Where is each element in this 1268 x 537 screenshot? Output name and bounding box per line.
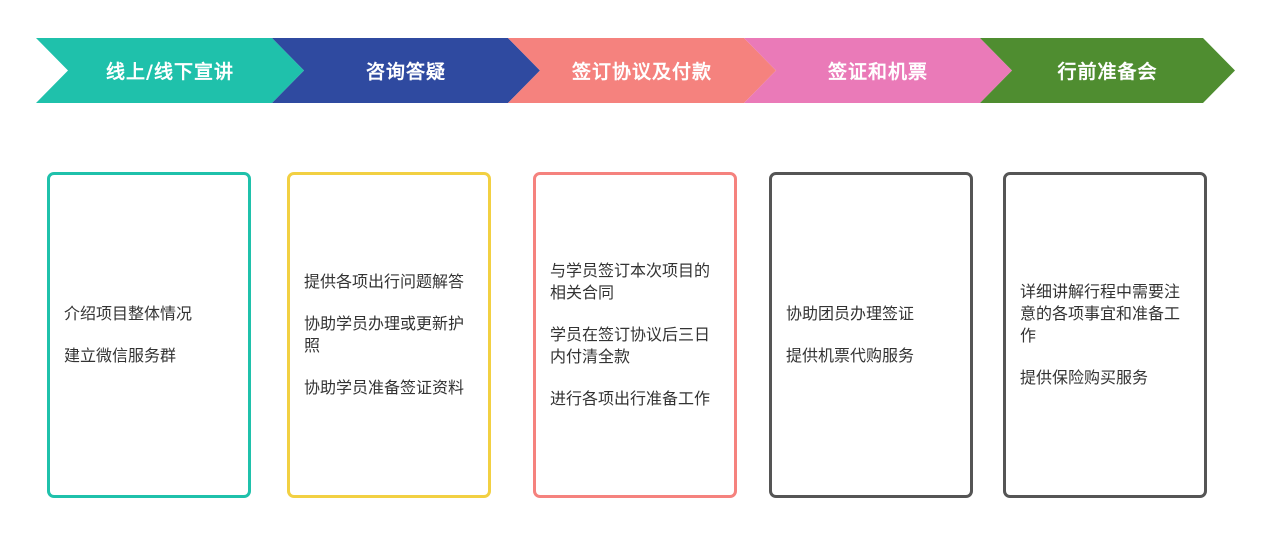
step-chevron-3: 签订协议及付款 bbox=[508, 38, 776, 103]
step-chevron-5: 行前准备会 bbox=[980, 38, 1235, 103]
step-detail-box-1: 介绍项目整体情况 建立微信服务群 bbox=[47, 172, 251, 498]
detail-item: 与学员签订本次项目的相关合同 bbox=[550, 261, 711, 302]
step-detail-box-3: 与学员签订本次项目的相关合同 学员在签订协议后三日内付清全款 进行各项出行准备工… bbox=[533, 172, 737, 498]
detail-item: 提供机票代购服务 bbox=[786, 346, 915, 365]
step-chevron-2: 咨询答疑 bbox=[272, 38, 540, 103]
detail-item: 进行各项出行准备工作 bbox=[550, 389, 711, 408]
step-chevron-1: 线上/线下宣讲 bbox=[36, 38, 304, 103]
step-label-1: 线上/线下宣讲 bbox=[106, 61, 234, 83]
detail-item: 详细讲解行程中需要注意的各项事宜和准备工作 bbox=[1020, 282, 1181, 345]
step-label-5: 行前准备会 bbox=[1057, 61, 1158, 83]
detail-item: 协助团员办理签证 bbox=[786, 304, 915, 323]
step-detail-box-5: 详细讲解行程中需要注意的各项事宜和准备工作 提供保险购买服务 bbox=[1003, 172, 1207, 498]
detail-item: 协助学员准备签证资料 bbox=[304, 378, 465, 397]
detail-item: 学员在签订协议后三日内付清全款 bbox=[550, 325, 711, 366]
step-label-4: 签证和机票 bbox=[827, 61, 928, 83]
detail-item: 提供保险购买服务 bbox=[1020, 368, 1149, 387]
step-detail-box-2: 提供各项出行问题解答 协助学员办理或更新护照 协助学员准备签证资料 bbox=[287, 172, 491, 498]
detail-item: 介绍项目整体情况 bbox=[64, 304, 193, 323]
detail-item: 建立微信服务群 bbox=[64, 346, 177, 365]
step-label-3: 签订协议及付款 bbox=[571, 61, 712, 83]
step-label-2: 咨询答疑 bbox=[365, 61, 446, 83]
detail-item: 协助学员办理或更新护照 bbox=[304, 314, 465, 355]
step-chevron-4: 签证和机票 bbox=[744, 38, 1012, 103]
step-detail-box-4: 协助团员办理签证 提供机票代购服务 bbox=[769, 172, 973, 498]
detail-item: 提供各项出行问题解答 bbox=[304, 272, 465, 291]
